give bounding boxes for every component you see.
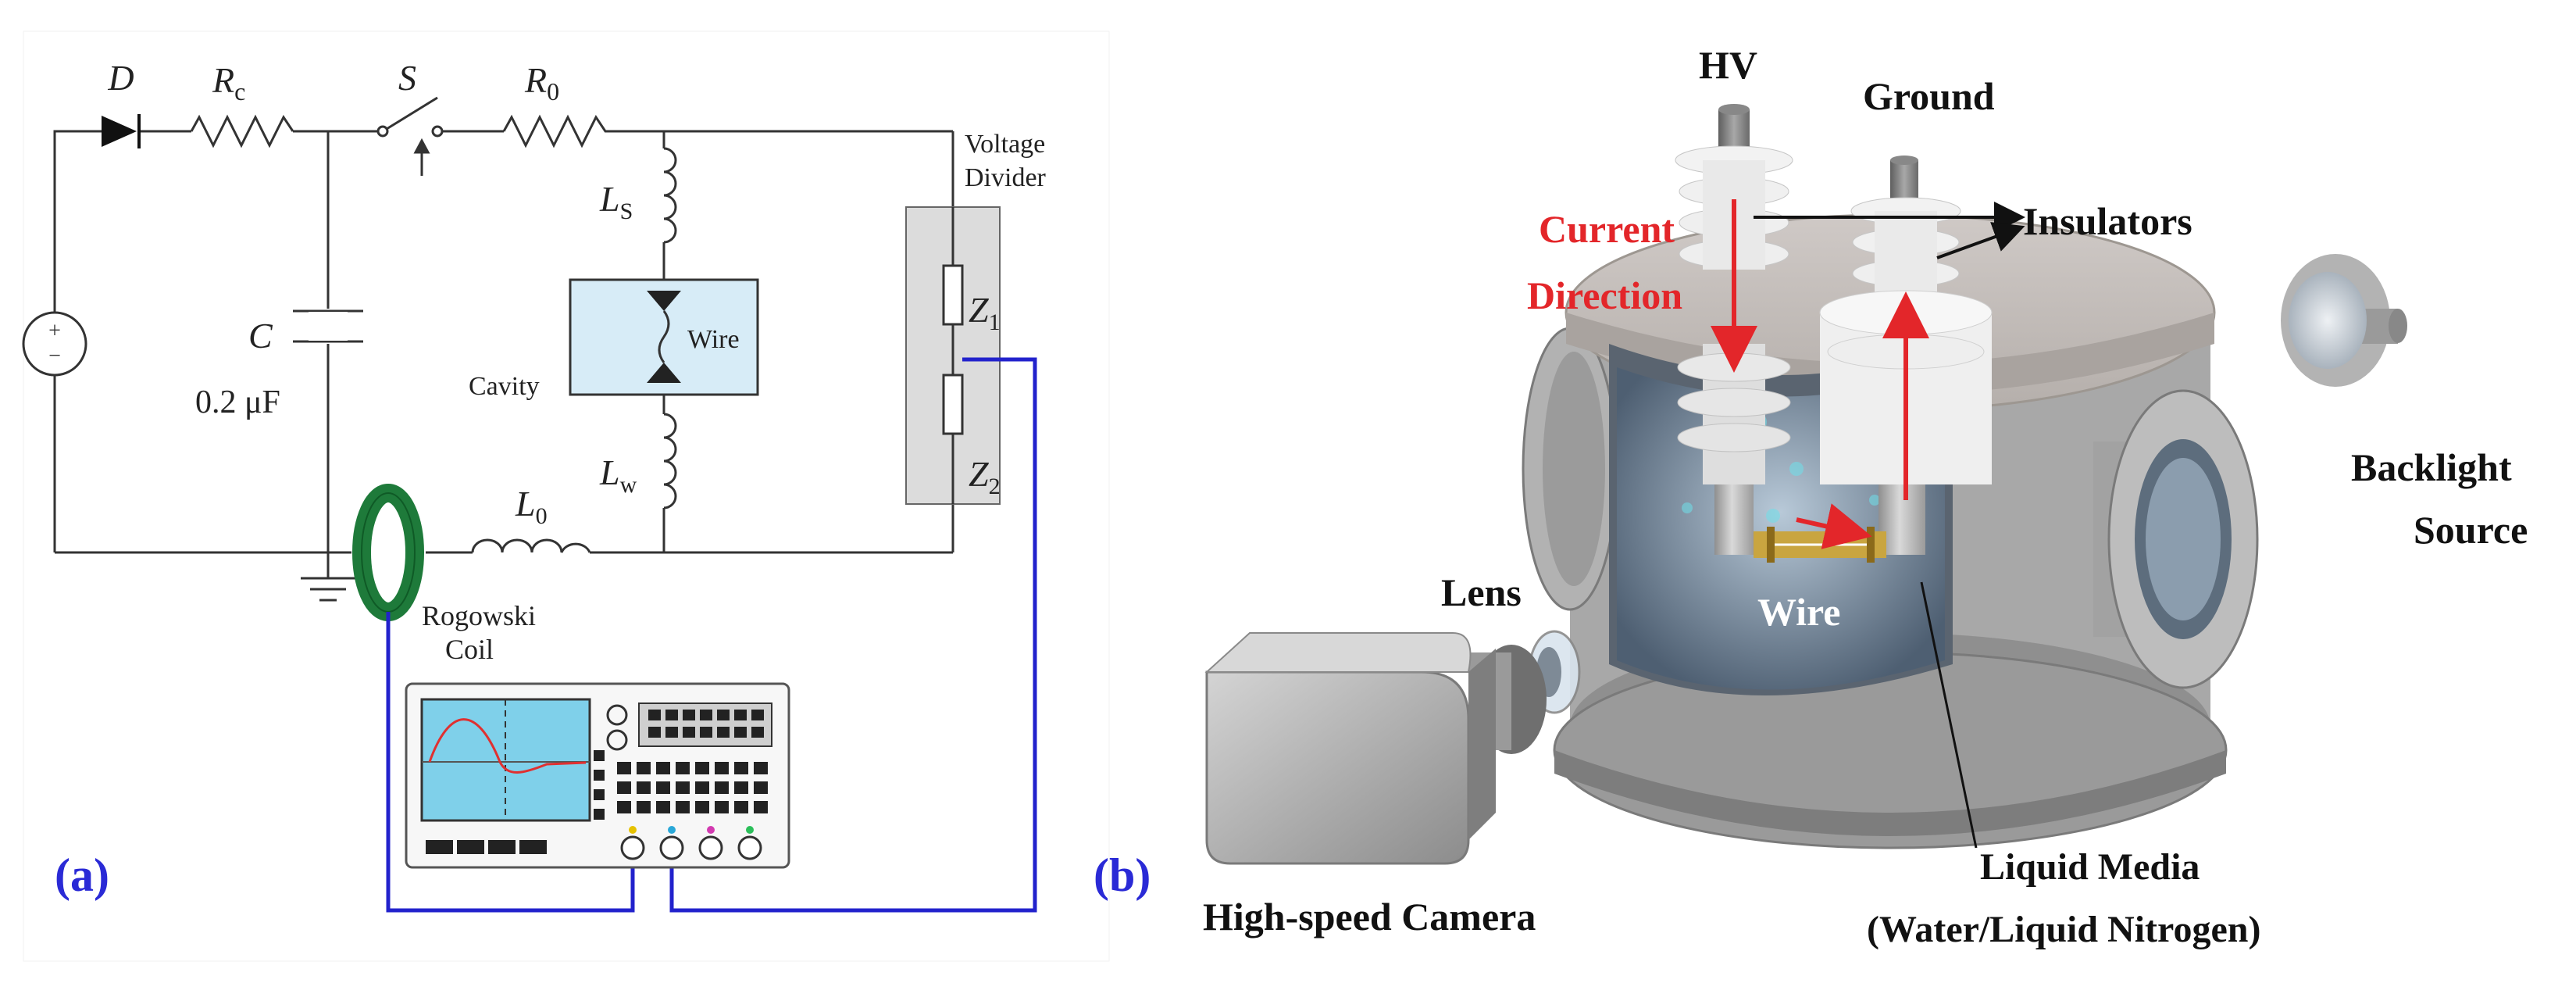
inductor-ls-label: LS	[599, 179, 633, 224]
insulator-pointers	[1754, 202, 2025, 259]
oscilloscope-waveform	[428, 718, 587, 774]
liquid-media-label-2: (Water/Liquid Nitrogen)	[1867, 909, 2260, 950]
cavity-label: Cavity	[469, 372, 540, 401]
dc-source: + −	[22, 311, 87, 377]
resistor-r0-label: R0	[524, 60, 559, 105]
inductor-lw	[663, 413, 677, 509]
electrode-bottom	[647, 363, 681, 383]
liquid-media-label-1: Liquid Media	[1980, 846, 2200, 888]
ground-symbol	[301, 577, 355, 602]
backlight-label-1: Backlight	[2351, 445, 2512, 489]
diode-symbol	[102, 114, 141, 148]
rogowski-label-2: Coil	[445, 634, 494, 665]
capacitor-c	[293, 309, 363, 343]
inductor-ls	[663, 147, 677, 244]
source-minus-sign: −	[48, 344, 61, 368]
electrode-top	[647, 291, 681, 311]
impedance-z1	[942, 264, 964, 326]
voltage-divider-label-1: Voltage	[965, 130, 1045, 159]
current-direction-label-2: Direction	[1527, 273, 1682, 317]
backlight-label-2: Source	[2414, 508, 2528, 552]
capacitance-value: 0.2 μF	[195, 384, 280, 420]
inductor-l0-label: L0	[515, 484, 548, 529]
circuit-wires	[53, 130, 954, 578]
rogowski-label-1: Rogowski	[422, 600, 536, 631]
current-arrows	[1711, 199, 1929, 549]
oscilloscope	[405, 682, 790, 869]
resistor-rc-label: Rc	[212, 60, 245, 105]
capacitor-label: C	[248, 316, 273, 356]
current-direction-label-1: Current	[1539, 207, 1675, 251]
camera-label: High-speed Camera	[1203, 895, 1536, 938]
impedance-z2	[942, 374, 964, 435]
switch-label: S	[398, 58, 416, 98]
panel-b: HV Ground Insulators Current Direction B…	[1094, 43, 2528, 950]
panel-a: + − D Rc S R0 LS Wire	[22, 30, 1110, 962]
liquid-pointer	[1920, 581, 1978, 849]
resistor-r0	[502, 114, 617, 148]
wire-holder	[1754, 527, 1886, 563]
ground-label: Ground	[1863, 74, 1995, 118]
diode-label: D	[107, 58, 134, 98]
panel-b-label: (b)	[1094, 849, 1151, 901]
resistor-rc	[190, 114, 294, 148]
insulators-label: Insulators	[2023, 199, 2192, 243]
lens-label: Lens	[1441, 570, 1522, 614]
cavity-wire-label: Wire	[687, 325, 740, 354]
voltage-divider-label-2: Divider	[965, 163, 1047, 192]
panel-a-label: (a)	[55, 849, 109, 901]
hv-label: HV	[1699, 43, 1757, 87]
inductor-l0	[471, 538, 591, 553]
measurement-cables	[386, 357, 1037, 913]
source-plus-sign: +	[48, 319, 61, 343]
wire-label: Wire	[1757, 590, 1840, 634]
inductor-lw-label: Lw	[599, 452, 637, 498]
z2-label: Z2	[969, 454, 1001, 499]
switch-s	[376, 96, 444, 176]
wire-sample	[658, 310, 670, 363]
high-speed-camera	[1204, 632, 1547, 865]
z1-label: Z1	[969, 290, 1001, 335]
